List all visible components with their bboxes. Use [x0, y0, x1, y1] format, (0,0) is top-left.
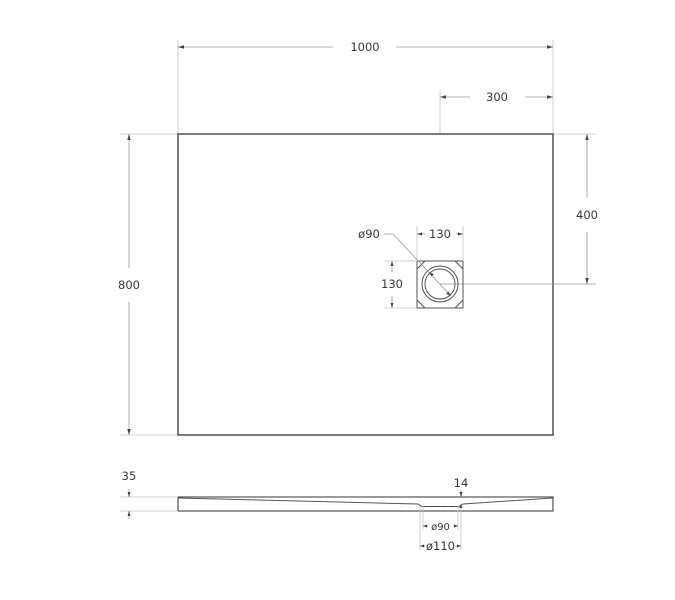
dimension-drain-depth: 14 [454, 476, 469, 508]
dimension-inner-diameter-label: ø90 [431, 522, 450, 533]
dimension-thickness: 35 [122, 469, 137, 519]
dimension-drain-diameter: ø90 [358, 227, 452, 297]
dimension-outer-diameter: ø110 [420, 539, 461, 553]
side-view [120, 496, 554, 550]
dimension-drain-box-height: 130 [381, 260, 417, 309]
dimension-drain-diameter-label: ø90 [358, 227, 380, 241]
tray-slope-profile [177, 497, 554, 507]
dimension-drain-offset-x: 300 [440, 90, 553, 104]
dimension-height: 800 [118, 134, 140, 435]
dimension-thickness-label: 35 [122, 469, 137, 483]
plan-view [120, 40, 596, 436]
tray-outline-plan [177, 133, 554, 436]
dimension-outer-diameter-label: ø110 [426, 539, 455, 553]
drain-box [416, 260, 464, 309]
dimension-width-label: 1000 [350, 40, 379, 54]
dimension-drain-box-width: 130 [416, 226, 464, 261]
dimension-drain-offset-x-label: 300 [486, 90, 508, 104]
dimension-inner-diameter: ø90 [423, 522, 458, 533]
dimension-drain-depth-label: 14 [454, 476, 469, 490]
dimension-drain-offset-y-label: 400 [576, 208, 598, 222]
dimension-drain-box-height-label: 130 [381, 277, 403, 291]
dimension-width: 1000 [178, 40, 553, 54]
dimension-drain-offset-y: 400 [576, 134, 598, 284]
dimension-height-label: 800 [118, 278, 140, 292]
dimension-drain-box-width-label: 130 [429, 227, 451, 241]
